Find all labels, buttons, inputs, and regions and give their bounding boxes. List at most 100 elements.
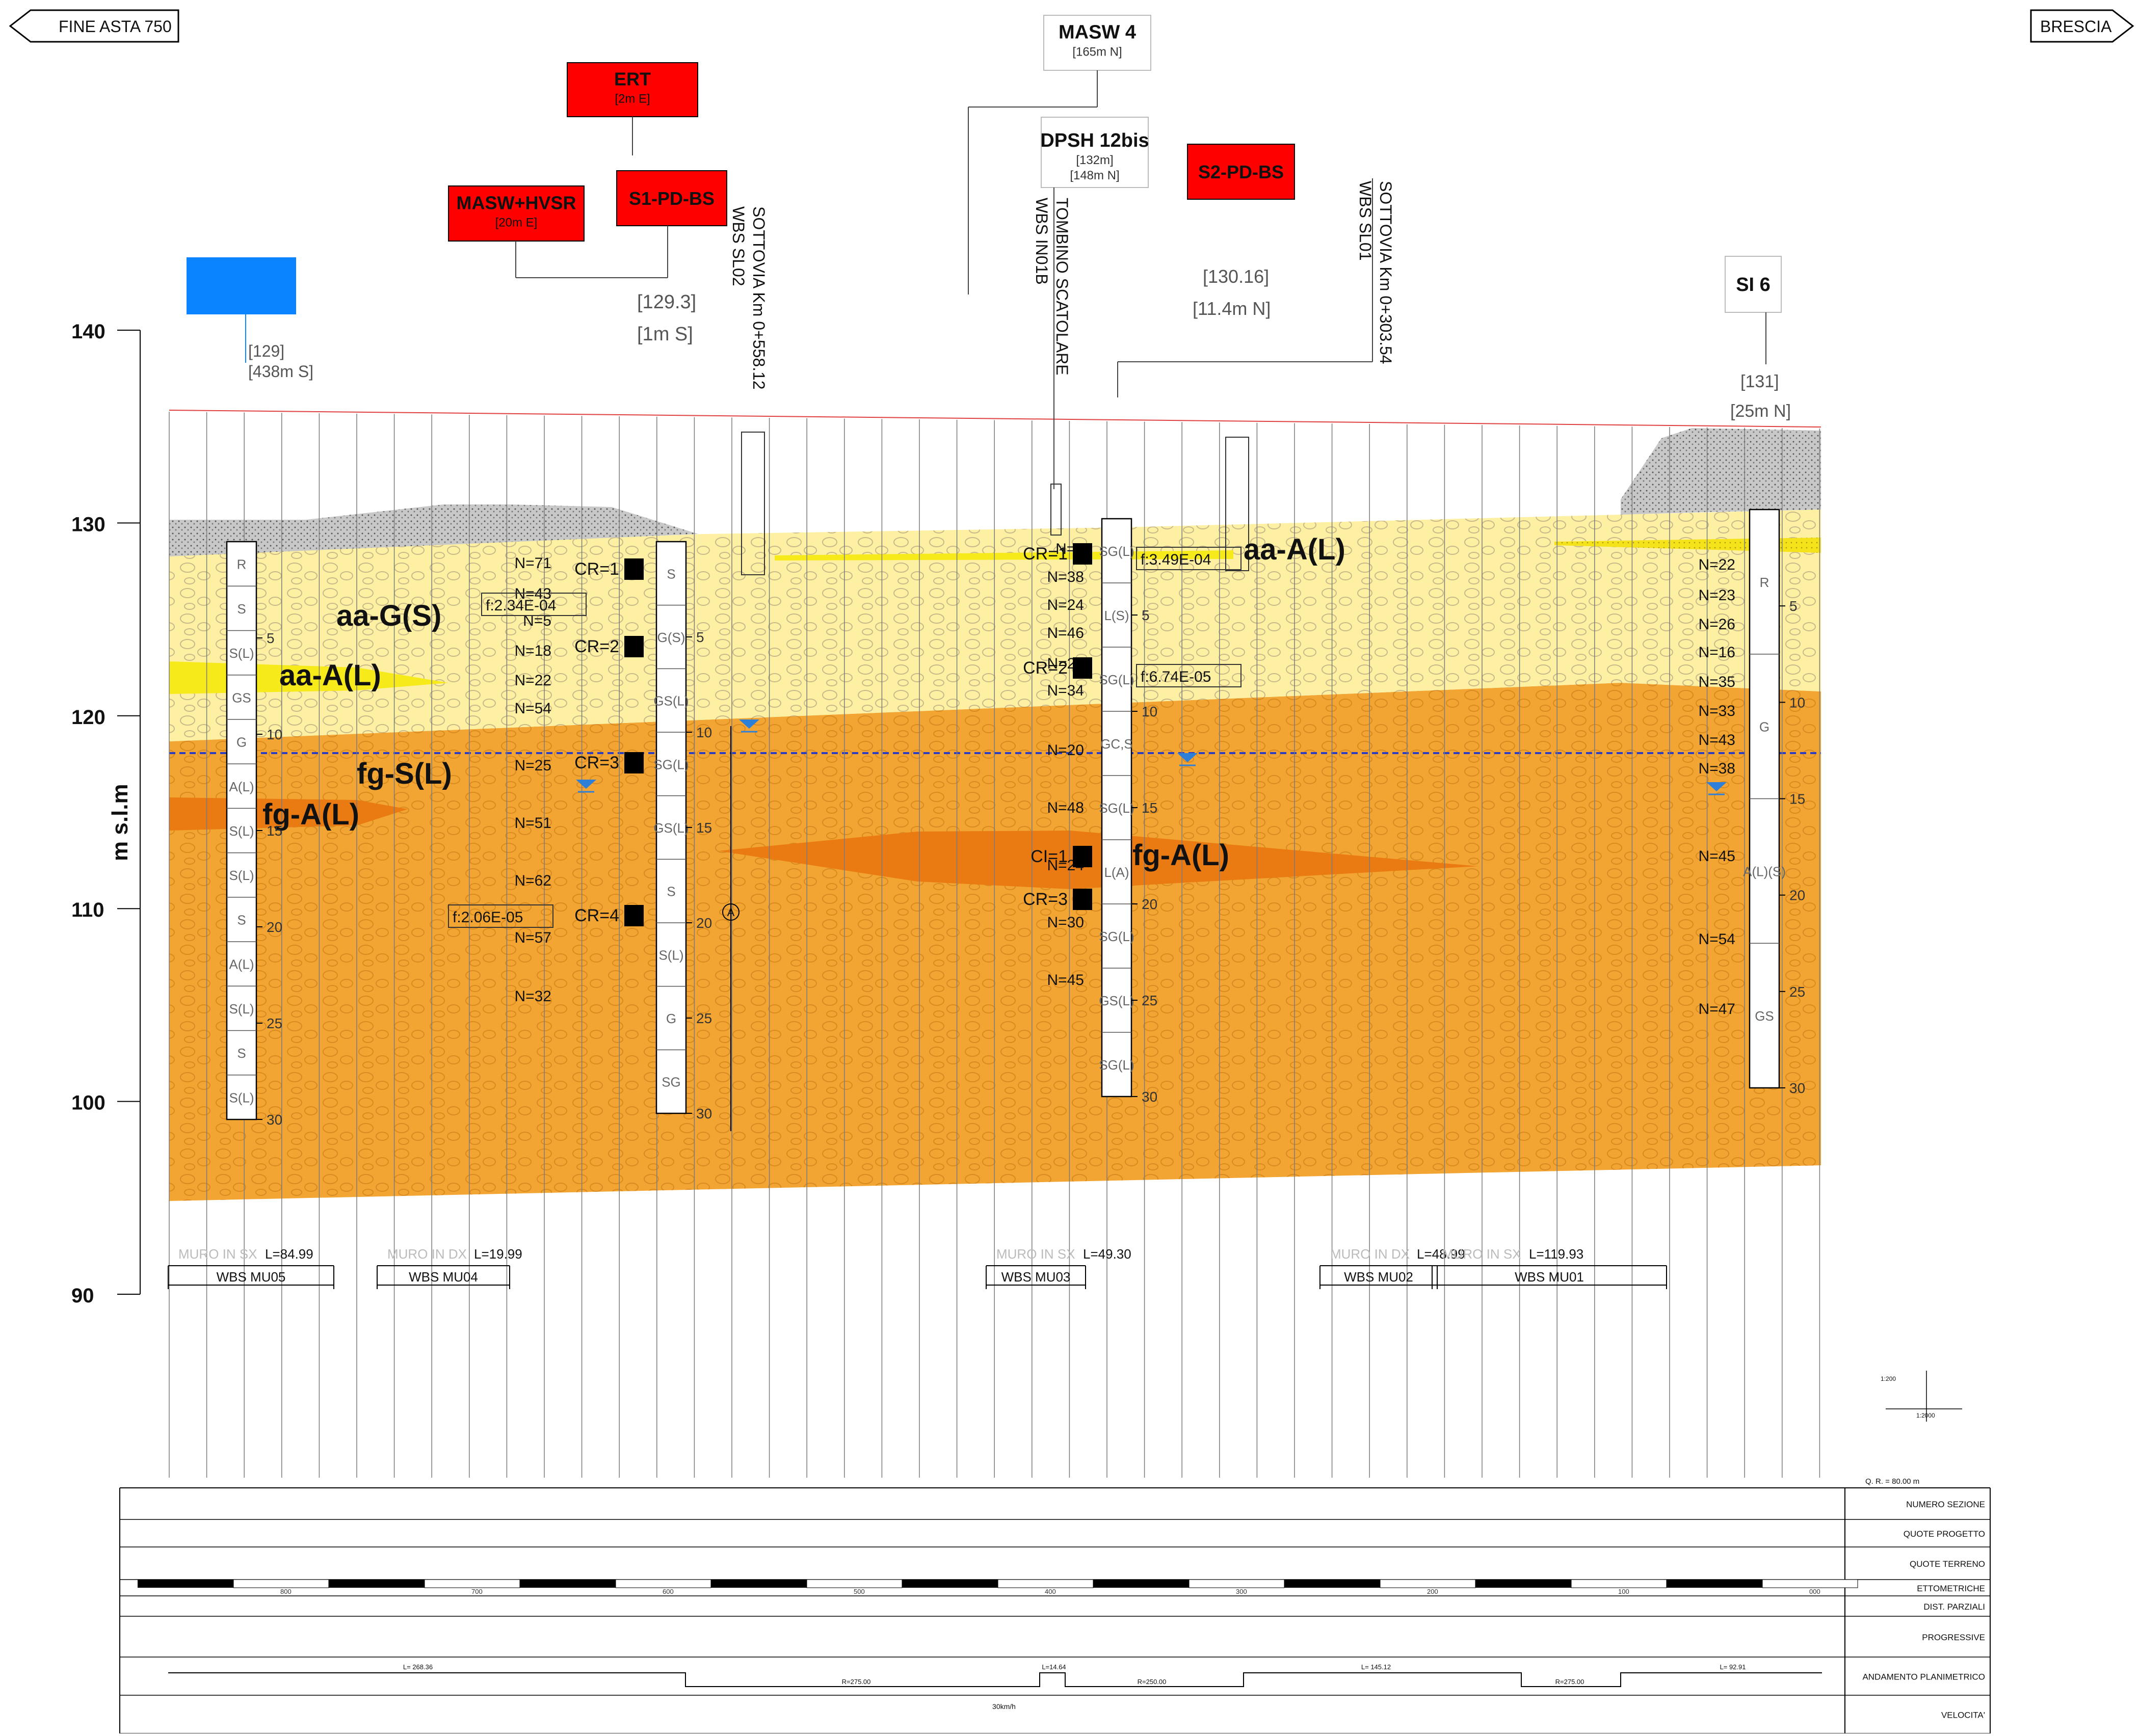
qr-label: Q. R. = 80.00 m [1865, 1477, 1919, 1486]
cr-label: CR=3 [1023, 890, 1068, 909]
structure-label: SOTTOVIA Km 0+303.54 [1377, 181, 1395, 364]
spt-label: N=22 [1698, 556, 1735, 573]
box-title: ERT [614, 69, 651, 90]
masw-hvsr-box: MASW+HVSR[20m E] [448, 185, 585, 242]
borehole-code: GS(L) [653, 693, 689, 709]
wall-length: L=84.99 [265, 1246, 313, 1262]
permeability-box: f:2.34E-04 [481, 593, 587, 616]
spt-label: N=45 [1698, 848, 1735, 865]
borehole-code: SG(L) [653, 757, 689, 772]
wall-wbs: WBS MU04 [409, 1269, 478, 1285]
borehole-code: SG(L) [1099, 1057, 1134, 1073]
nav-right-arrow[interactable]: BRESCIA [2030, 9, 2134, 43]
perm-box [1136, 547, 1241, 570]
spt-label: N=26 [1698, 616, 1735, 633]
etto-segment [711, 1580, 807, 1588]
wall-length: L=48.99 [1417, 1246, 1465, 1262]
borehole-code: S(L) [229, 823, 254, 839]
depth-label: 25 [1142, 993, 1157, 1008]
axis-tick-label: 120 [71, 706, 105, 729]
spt-label: N=54 [1698, 931, 1735, 948]
cr-label: CR=2 [574, 637, 619, 656]
elev-label: [438m S] [248, 362, 313, 381]
wall-length: L=19.99 [474, 1246, 522, 1262]
spt-label: N=51 [514, 815, 551, 832]
planimetric-label: L= 145.12 [1361, 1663, 1391, 1671]
blue-box [187, 257, 296, 314]
depth-label: 30 [1789, 1080, 1805, 1096]
depth-label: 20 [267, 919, 282, 935]
box [1725, 256, 1782, 313]
sample-marker [1073, 889, 1092, 910]
elev-label: [129.3] [637, 291, 696, 313]
wall-label: MURO IN SX [996, 1246, 1075, 1262]
si6-box: SI 6 [1725, 256, 1782, 313]
borehole-code: SG [662, 1075, 681, 1090]
box [616, 170, 727, 226]
sottovia2-structure [1225, 437, 1249, 571]
box-sub: [148m N] [1070, 169, 1119, 182]
depth-label: 30 [267, 1112, 282, 1128]
borehole-code: GC,S [1100, 736, 1133, 752]
spt-label: N=43 [514, 585, 551, 602]
cr-label: CR=1 [574, 559, 619, 579]
borehole-code: S [237, 601, 246, 617]
depth-label: 25 [696, 1010, 712, 1026]
elev-label: [130.16] [1203, 266, 1269, 287]
nav-left-arrow[interactable]: FINE ASTA 750 [9, 9, 179, 43]
spt-label: N=24 [1047, 597, 1084, 613]
planimetric-label: L= 268.36 [403, 1663, 433, 1671]
borehole-code: S(L) [658, 947, 683, 963]
etto-segment [1667, 1580, 1762, 1588]
box [1043, 15, 1151, 71]
borehole-code: S(L) [229, 1090, 254, 1105]
depth-label: 25 [1789, 984, 1805, 1000]
sample-marker [624, 752, 644, 773]
planimetric-label: R=275.00 [842, 1678, 871, 1686]
masw4-box: MASW 4 [165m N] [1043, 15, 1151, 71]
arrow-shape [2030, 9, 2134, 43]
borehole-code: R [237, 557, 247, 572]
box [567, 62, 698, 117]
depth-label: 5 [1142, 607, 1150, 623]
depth-label: 30 [696, 1106, 712, 1121]
spt-label: N=47 [1698, 1001, 1735, 1018]
cr-label: CI=1 [1031, 847, 1068, 866]
depth-label: 10 [267, 727, 282, 742]
wall-label: MURO IN DX [387, 1246, 467, 1262]
s2-box: S2-PD-BS [1187, 144, 1295, 200]
etto-segment [1284, 1580, 1380, 1588]
wall-wbs: WBS MU05 [217, 1269, 286, 1285]
spt-label: N=20 [1047, 742, 1084, 759]
wall-length: L=119.93 [1529, 1246, 1583, 1262]
planimetric-label: R=250.00 [1138, 1678, 1167, 1686]
borehole-code: S(L) [229, 1001, 254, 1017]
scale-h: 1:2000 [1916, 1412, 1935, 1419]
station-lines [169, 412, 1820, 1478]
cr-label: CR=4 [574, 906, 619, 925]
depth-label: 25 [267, 1016, 282, 1031]
borehole-code: GS(L) [653, 820, 689, 836]
wall-wbs: WBS MU03 [1001, 1269, 1071, 1285]
sample-marker [624, 905, 644, 926]
etto-label: 000 [1809, 1588, 1820, 1595]
borehole-code: G(S) [657, 630, 685, 645]
cr-label: CR=2 [1023, 658, 1068, 678]
wall-label: MURO IN SX [1442, 1246, 1521, 1262]
unit-label: aa-A(L) [1244, 533, 1345, 566]
wall-wbs: WBS MU01 [1515, 1269, 1584, 1285]
borehole-code: S(L) [229, 868, 254, 883]
axis-tick-label: 90 [71, 1285, 94, 1307]
box-title: MASW 4 [1059, 21, 1136, 43]
etto-segment [138, 1580, 233, 1588]
wall-label: MURO IN DX [1330, 1246, 1410, 1262]
etto-segment [520, 1580, 616, 1588]
table-row-label: QUOTE PROGETTO [1904, 1529, 1985, 1539]
box-sub: [165m N] [1072, 45, 1122, 59]
spt-label: N=35 [1698, 674, 1735, 690]
spt-label: N=22 [514, 672, 551, 689]
borehole-code: G [666, 1011, 676, 1026]
